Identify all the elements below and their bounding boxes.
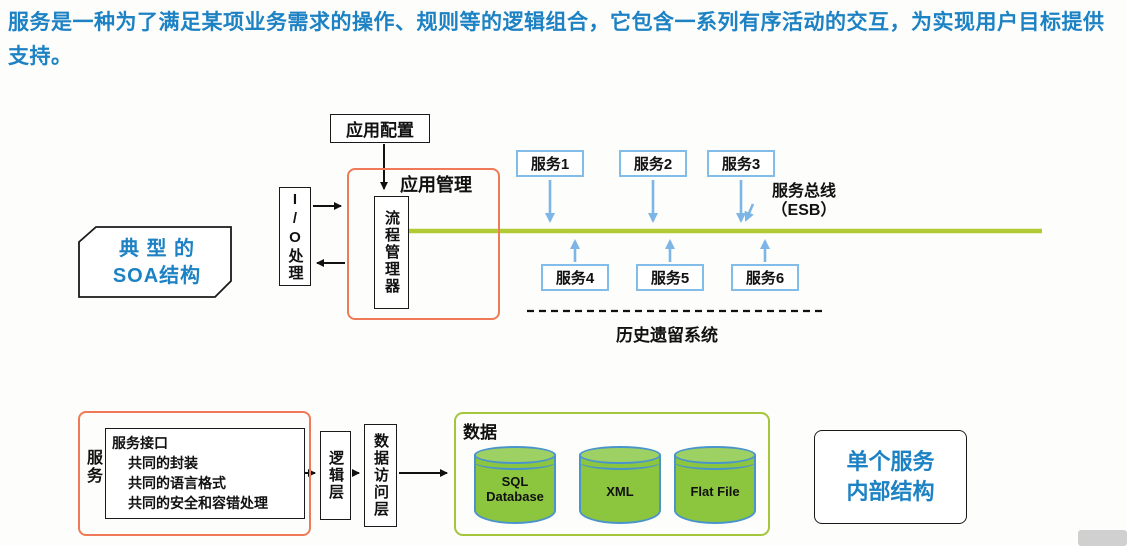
soa-caption: 典 型 的 SOA结构 xyxy=(84,236,230,290)
data-frame xyxy=(454,412,770,536)
database-cylinder-flatfile: Flat File xyxy=(674,446,756,524)
cylinder-top xyxy=(674,446,756,464)
service-box-6: 服务6 xyxy=(731,264,799,291)
cylinder-groove xyxy=(474,454,556,470)
app-management-label: 应用管理 xyxy=(400,175,472,195)
process-manager-box: 流程管理器 xyxy=(374,196,409,309)
app-config-box: 应用配置 xyxy=(330,114,430,143)
database-cylinder-xml: XML xyxy=(579,446,661,524)
single-service-caption: 单个服务 内部结构 xyxy=(814,430,967,524)
app-management-frame xyxy=(347,168,500,320)
interface-item-2: 共同的语言格式 xyxy=(128,475,226,491)
service-interface-box: 服务接口 共同的封装 共同的语言格式 共同的安全和容错处理 xyxy=(105,428,305,519)
service-side-label: 服务 xyxy=(84,449,101,485)
esb-label-line1: 服务总线 xyxy=(771,183,836,200)
service-box-5: 服务5 xyxy=(636,264,704,291)
database-cylinder-sql: SQL Database xyxy=(474,446,556,524)
cylinder-groove xyxy=(579,454,661,470)
legacy-systems-label: 历史遗留系统 xyxy=(616,326,718,345)
cylinder-top xyxy=(579,446,661,464)
service-box-1: 服务1 xyxy=(516,150,584,177)
io-processing-box: I/O处理 xyxy=(279,187,311,286)
cylinder-label: XML xyxy=(606,484,634,499)
service-box-4: 服务4 xyxy=(541,264,609,291)
service-box-2: 服务2 xyxy=(619,150,687,177)
soa-caption-line2: SOA结构 xyxy=(112,265,202,287)
scan-artifact xyxy=(1078,530,1127,546)
esb-label: 服务总线 （ESB） xyxy=(760,182,848,220)
cylinder-top xyxy=(474,446,556,464)
data-title: 数据 xyxy=(463,423,497,442)
esb-label-line2: （ESB） xyxy=(771,202,837,219)
arrow-esblabel-to-bus xyxy=(744,203,755,222)
soa-caption-line1: 典 型 的 xyxy=(118,238,196,260)
single-service-caption-line1: 单个服务 xyxy=(846,449,935,474)
data-access-layer-box: 数据访问层 xyxy=(364,424,397,527)
intro-text: 服务是一种为了满足某项业务需求的操作、规则等的逻辑组合，它包含一系列有序活动的交… xyxy=(8,11,1105,68)
interface-item-1: 共同的封装 xyxy=(128,455,198,471)
logic-layer-box: 逻辑层 xyxy=(320,431,351,520)
interface-item-3: 共同的安全和容错处理 xyxy=(128,495,268,511)
service-box-3: 服务3 xyxy=(707,150,775,177)
interface-title: 服务接口 xyxy=(112,435,168,451)
single-service-caption-line2: 内部结构 xyxy=(846,479,935,504)
cylinder-label: Flat File xyxy=(690,484,740,499)
cylinder-label: SQL Database xyxy=(486,474,544,504)
cylinder-groove xyxy=(674,454,756,470)
